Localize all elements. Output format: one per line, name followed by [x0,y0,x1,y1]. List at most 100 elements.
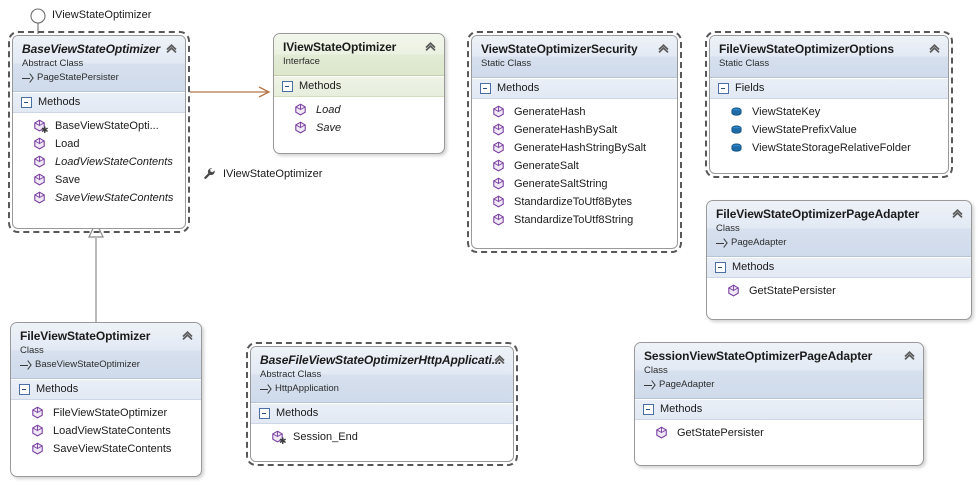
collapse-chevron-icon[interactable] [657,42,670,55]
member-label: Save [316,122,342,134]
minus-box-icon[interactable] [643,404,654,415]
class-shape-base-file-view-state-optimizer-http-application[interactable]: BaseFileViewStateOptimizerHttpApplicati.… [246,342,518,466]
method-icon [492,123,505,137]
class-stereotype: Interface [283,56,320,67]
collapse-chevron-icon[interactable] [424,40,437,53]
collapse-chevron-icon[interactable] [165,42,178,55]
compartment-header-methods[interactable]: Methods [274,76,444,97]
field-icon [730,123,743,137]
class-base-type: HttpApplication [260,382,504,395]
shape-inner: BaseViewStateOptimizer Abstract Class Pa… [12,35,186,229]
member-row[interactable]: ViewStatePrefixValue [710,121,948,139]
compartment-header-methods[interactable]: Methods [635,399,923,420]
member-row[interactable]: ViewStateStorageRelativeFolder [710,139,948,157]
member-row[interactable]: ✱ BaseViewStateOpti... [13,117,185,135]
member-label: StandardizeToUtf8String [514,214,634,226]
minus-box-icon[interactable] [480,83,491,94]
member-label: FileViewStateOptimizer [53,407,168,419]
member-row[interactable]: FileViewStateOptimizer [11,404,201,422]
member-label: BaseViewStateOpti... [55,120,159,132]
minus-box-icon[interactable] [259,408,270,419]
collapse-chevron-icon[interactable] [493,353,506,366]
method-icon [294,121,307,135]
class-shape-iview-state-optimizer[interactable]: IViewStateOptimizer Interface Methods [273,33,445,154]
member-row[interactable]: GetStatePersister [635,424,923,442]
method-icon [294,103,307,117]
class-shape-session-view-state-optimizer-page-adapter[interactable]: SessionViewStateOptimizerPageAdapter Cla… [634,342,924,466]
minus-box-icon[interactable] [19,384,30,395]
method-icon [492,141,505,155]
class-title: IViewStateOptimizer [283,40,397,54]
member-list: GetStatePersister [707,278,971,307]
member-row[interactable]: Load [13,135,185,153]
compartment-header-methods[interactable]: Methods [472,78,677,99]
class-stereotype: Abstract Class [22,58,84,69]
member-row[interactable]: GenerateSalt [472,157,677,175]
member-row[interactable]: ✱ Session_End [251,428,513,446]
member-row[interactable]: StandardizeToUtf8Bytes [472,193,677,211]
method-icon [33,191,46,205]
minus-box-icon[interactable] [282,81,293,92]
compartment-header-methods[interactable]: Methods [13,92,185,113]
member-row[interactable]: GenerateHashStringBySalt [472,139,677,157]
interface-tag: IViewStateOptimizer [203,167,322,180]
class-shape-file-view-state-optimizer-options[interactable]: FileViewStateOptimizerOptions Static Cla… [705,31,953,178]
member-label: GenerateHashStringBySalt [514,142,647,154]
base-type-label: BaseViewStateOptimizer [35,359,140,370]
method-icon [492,213,505,227]
member-list: GenerateHash GenerateHashBySalt Generate… [472,99,677,236]
method-icon [33,155,46,169]
member-list: FileViewStateOptimizer LoadViewStateCont… [11,400,201,465]
class-shape-file-view-state-optimizer[interactable]: FileViewStateOptimizer Class BaseViewSta… [10,322,202,477]
class-base-type: PageAdapter [644,378,914,391]
compartment-header-methods[interactable]: Methods [251,403,513,424]
method-icon [33,173,46,187]
compartment-label: Methods [299,80,342,92]
base-type-label: HttpApplication [275,383,339,394]
class-base-type: PageStatePersister [22,71,176,84]
member-list: ✱ Session_End [251,424,513,453]
collapse-chevron-icon[interactable] [903,349,916,362]
collapse-chevron-icon[interactable] [951,207,964,220]
member-row[interactable]: GenerateSaltString [472,175,677,193]
collapse-chevron-icon[interactable] [928,42,941,55]
member-row[interactable]: Save [13,171,185,189]
member-row[interactable]: ViewStateKey [710,103,948,121]
class-stereotype: Class [716,223,740,234]
member-label: SaveViewStateContents [53,443,172,455]
member-row[interactable]: SaveViewStateContents [13,189,185,207]
member-row[interactable]: StandardizeToUtf8String [472,211,677,229]
compartment-header-methods[interactable]: Methods [11,379,201,400]
class-shape-file-view-state-optimizer-page-adapter[interactable]: FileViewStateOptimizerPageAdapter Class … [706,200,972,320]
compartment-header-fields[interactable]: Fields [710,78,948,99]
minus-box-icon[interactable] [715,262,726,273]
collapse-chevron-icon[interactable] [181,329,194,342]
class-stereotype: Class [20,345,44,356]
member-label: GetStatePersister [749,285,836,297]
method-icon [655,426,668,440]
member-row[interactable]: Save [274,119,444,137]
member-row[interactable]: GetStatePersister [707,282,971,300]
minus-box-icon[interactable] [21,97,32,108]
member-row[interactable]: SaveViewStateContents [11,440,201,458]
member-row[interactable]: GenerateHashBySalt [472,121,677,139]
class-shape-base-view-state-optimizer[interactable]: BaseViewStateOptimizer Abstract Class Pa… [8,31,190,233]
base-arrow-icon [260,384,271,393]
realization-arrow [190,86,271,98]
class-shape-view-state-optimizer-security[interactable]: ViewStateOptimizerSecurity Static Class … [467,31,682,253]
shape-header: BaseViewStateOptimizer Abstract Class Pa… [13,36,185,92]
method-icon: ✱ [33,119,49,135]
member-label: LoadViewStateContents [53,425,171,437]
base-arrow-icon [20,360,31,369]
member-row[interactable]: LoadViewStateContents [11,422,201,440]
class-stereotype: Class [644,365,668,376]
minus-box-icon[interactable] [718,83,729,94]
compartment-header-methods[interactable]: Methods [707,257,971,278]
member-row[interactable]: Load [274,101,444,119]
class-title: BaseFileViewStateOptimizerHttpApplicati.… [260,353,502,367]
member-row[interactable]: LoadViewStateContents [13,153,185,171]
method-icon [33,137,46,151]
interface-tag-label: IViewStateOptimizer [223,167,323,180]
member-row[interactable]: GenerateHash [472,103,677,121]
member-label: Session_End [293,431,358,443]
